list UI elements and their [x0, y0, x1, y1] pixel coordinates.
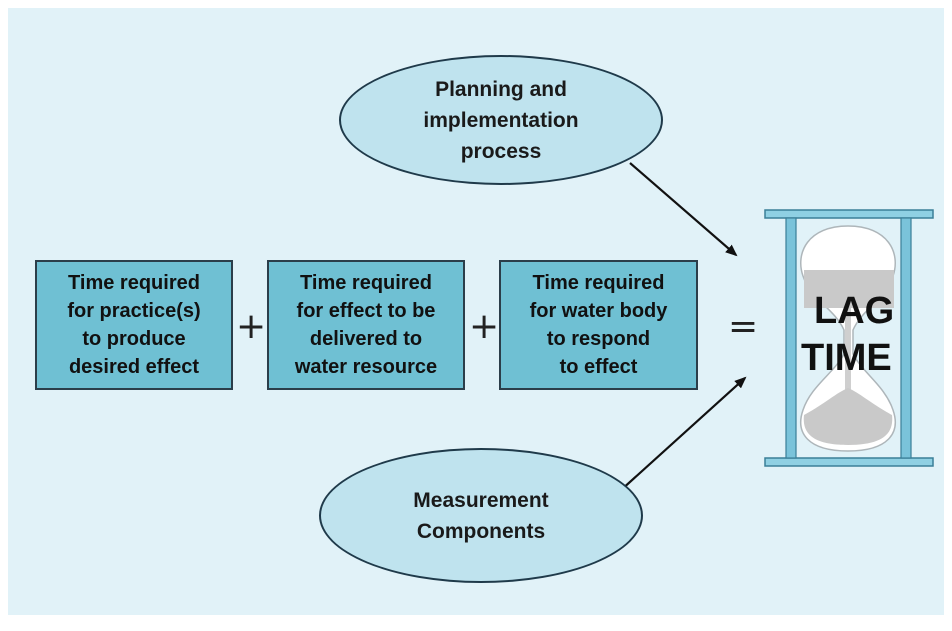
- hourglass-icon: [764, 209, 934, 467]
- box-practice-effect: Time required for practice(s) to produce…: [35, 260, 233, 390]
- box-water-body-response: Time required for water body to respond …: [499, 260, 698, 390]
- arrow-from-measurement: [619, 376, 747, 492]
- diagram-canvas: Planning and implementation process Meas…: [8, 8, 944, 615]
- hourglass-right-post: [900, 217, 912, 459]
- hourglass-left-post: [785, 217, 797, 459]
- lag-label: LAG: [814, 290, 895, 332]
- hourglass-top-sand: [804, 270, 894, 308]
- plus-operator-1: +: [236, 306, 267, 347]
- hourglass-bottom-plate: [764, 457, 934, 467]
- box-effect-delivery: Time required for effect to be delivered…: [267, 260, 465, 390]
- ellipse-measurement: Measurement Components: [319, 448, 643, 583]
- hourglass-sand-stream: [845, 308, 851, 393]
- ellipse-planning: Planning and implementation process: [339, 55, 663, 185]
- equals-operator: =: [728, 306, 759, 347]
- hourglass-top-plate: [764, 209, 934, 219]
- hourglass-bottom-sand: [803, 388, 893, 445]
- connector-arrows: [619, 162, 747, 492]
- time-label: TIME: [801, 337, 892, 379]
- plus-operator-2: +: [469, 306, 500, 347]
- arrow-from-planning: [629, 162, 738, 257]
